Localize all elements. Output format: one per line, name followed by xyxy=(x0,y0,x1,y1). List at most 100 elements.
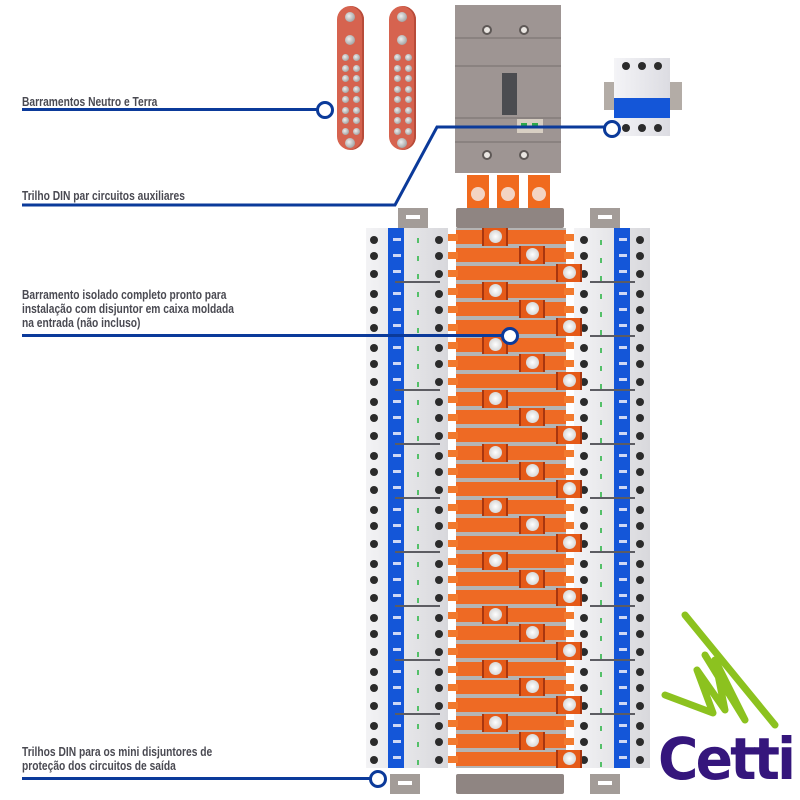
aux-terminal xyxy=(654,62,662,70)
bar-terminal-screw xyxy=(394,106,401,114)
breaker-terminal xyxy=(435,468,443,476)
breaker-terminal xyxy=(636,270,644,278)
breaker-indicator xyxy=(417,310,419,315)
breaker-terminal xyxy=(370,576,378,584)
breaker-terminal xyxy=(636,630,644,638)
breaker-indicator xyxy=(600,564,602,569)
bar-screw xyxy=(397,35,407,45)
breaker-indicator xyxy=(417,382,419,387)
breaker-indicator xyxy=(600,744,602,749)
breaker-terminal xyxy=(435,648,443,656)
breaker-terminal xyxy=(435,614,443,622)
bar-terminal-screw xyxy=(405,96,412,103)
breaker-terminal xyxy=(435,344,443,352)
breaker-terminal xyxy=(580,252,588,260)
breaker-terminal xyxy=(636,486,644,494)
callout-output-din-line xyxy=(22,777,372,780)
bar-terminal-screw xyxy=(405,106,412,114)
breaker-terminal xyxy=(435,306,443,314)
breaker-indicator xyxy=(600,456,602,461)
breaker-terminal xyxy=(636,756,644,764)
callout-output-din-line-1: Trilhos DIN para os mini disjuntores de xyxy=(22,745,213,759)
mini-breaker-left xyxy=(366,228,448,282)
breaker-terminal xyxy=(370,306,378,314)
breaker-terminal xyxy=(636,522,644,530)
busbar-phase xyxy=(448,552,574,570)
breaker-terminal xyxy=(636,468,644,476)
busbar-clamp-screw xyxy=(519,570,545,588)
busbar-phase xyxy=(448,588,582,606)
busbar-phase xyxy=(448,372,582,390)
breaker-terminal xyxy=(580,594,588,602)
busbar-phase xyxy=(448,714,574,732)
breaker-terminal xyxy=(370,684,378,692)
mccb-screw-hole xyxy=(482,150,492,160)
bar-terminal-screw xyxy=(394,75,401,82)
din-rail-separator xyxy=(395,605,440,607)
bar-terminal-screw xyxy=(394,117,401,124)
breaker-terminal xyxy=(370,722,378,730)
breaker-terminal xyxy=(580,452,588,460)
breaker-indicator xyxy=(417,544,419,549)
breaker-terminal xyxy=(435,506,443,514)
busbar-phase xyxy=(448,750,582,768)
breaker-terminal xyxy=(636,360,644,368)
breaker-terminal xyxy=(580,270,588,278)
mini-breaker-right xyxy=(574,228,650,282)
breaker-indicator xyxy=(417,364,419,369)
aux-breaker-body xyxy=(614,58,670,136)
bar-terminal-screw xyxy=(342,96,349,103)
din-rail-separator xyxy=(590,281,635,283)
busbar-phase xyxy=(448,570,574,588)
breaker-indicator xyxy=(417,274,419,279)
breaker-terminal xyxy=(370,360,378,368)
breaker-indicator xyxy=(600,402,602,407)
busbar-backplate xyxy=(456,228,566,768)
breaker-indicator xyxy=(600,618,602,623)
bar-screw xyxy=(397,138,407,148)
breaker-terminal xyxy=(370,398,378,406)
busbar-clamp-screw xyxy=(482,228,508,246)
bar-terminal-screw xyxy=(405,75,412,82)
breaker-indicator xyxy=(417,256,419,261)
busbar-clamp-screw xyxy=(519,462,545,480)
breaker-terminal xyxy=(580,540,588,548)
busbar-clamp-screw xyxy=(482,390,508,408)
breaker-indicator xyxy=(600,258,602,263)
breaker-terminal xyxy=(435,594,443,602)
bar-terminal-screw xyxy=(405,54,412,61)
mini-breaker-left xyxy=(366,282,448,336)
aux-din-clip xyxy=(604,82,614,110)
breaker-indicator xyxy=(600,690,602,695)
busbar-phase xyxy=(448,624,574,642)
aux-terminal xyxy=(638,62,646,70)
breaker-terminal xyxy=(580,630,588,638)
breaker-terminal xyxy=(370,432,378,440)
mccb-lug xyxy=(467,175,489,208)
busbar-clamp-screw xyxy=(519,732,545,750)
busbar-phase xyxy=(448,660,574,678)
bar-terminal-screw xyxy=(405,127,412,135)
breaker-terminal xyxy=(580,414,588,422)
breaker-handle xyxy=(614,660,630,714)
aux-terminal xyxy=(622,124,630,132)
breaker-terminal xyxy=(636,614,644,622)
breaker-handle xyxy=(614,444,630,498)
breaker-indicator xyxy=(600,240,602,245)
breaker-indicator xyxy=(600,276,602,281)
breaker-indicator xyxy=(600,636,602,641)
aux-terminal xyxy=(638,124,646,132)
breaker-indicator xyxy=(417,346,419,351)
breaker-handle xyxy=(388,444,404,498)
breaker-terminal xyxy=(636,668,644,676)
busbar-phase xyxy=(448,732,574,750)
breaker-handle xyxy=(614,228,630,282)
breaker-terminal xyxy=(580,360,588,368)
breaker-terminal xyxy=(370,378,378,386)
breaker-terminal xyxy=(370,560,378,568)
breaker-indicator xyxy=(600,438,602,443)
din-rail-clip xyxy=(590,208,620,228)
callout-neutral-earth-label: Barramentos Neutro e Terra xyxy=(22,95,158,109)
breaker-terminal xyxy=(636,648,644,656)
bar-terminal-screw xyxy=(342,127,349,135)
